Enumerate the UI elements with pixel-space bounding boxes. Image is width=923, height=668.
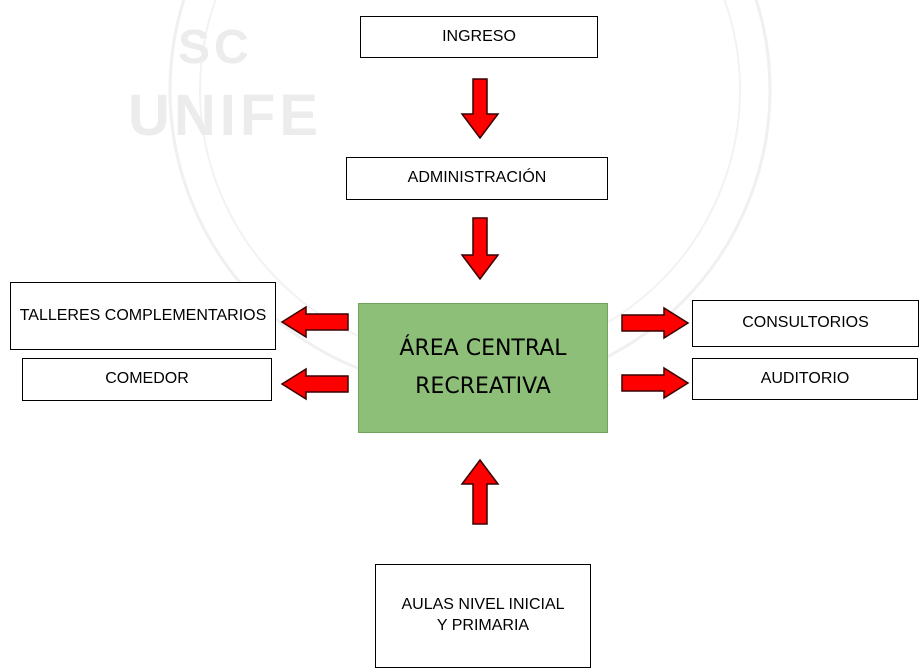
watermark-sc: SC <box>178 21 253 74</box>
node-comedor: COMEDOR <box>22 358 272 401</box>
node-administracion-label: ADMINISTRACIÓN <box>407 169 547 187</box>
arrow-up-aulas-to-center <box>460 458 500 525</box>
node-aulas: AULAS NIVEL INICIAL Y PRIMARIA <box>375 564 591 668</box>
node-area-central: ÁREA CENTRAL RECREATIVA <box>358 303 608 433</box>
node-talleres: TALLERES COMPLEMENTARIOS <box>10 282 276 350</box>
node-auditorio: AUDITORIO <box>692 358 918 400</box>
arrow-left-center-to-comedor <box>280 367 349 401</box>
node-ingreso-label: INGRESO <box>442 27 516 45</box>
node-talleres-label: TALLERES COMPLEMENTARIOS <box>19 306 267 324</box>
node-comedor-label: COMEDOR <box>105 370 189 388</box>
node-area-central-label: ÁREA CENTRAL RECREATIVA <box>399 335 567 400</box>
arrow-down-administracion-to-center <box>460 217 500 281</box>
node-aulas-label: AULAS NIVEL INICIAL Y PRIMARIA <box>401 596 565 634</box>
arrow-right-center-to-consultorios <box>621 306 690 340</box>
watermark-unife: UNIFE <box>128 83 322 148</box>
arrow-left-center-to-talleres <box>280 305 349 339</box>
node-auditorio-label: AUDITORIO <box>760 369 850 387</box>
arrow-down-ingreso-to-administracion <box>460 78 500 140</box>
node-administracion: ADMINISTRACIÓN <box>346 157 608 200</box>
node-consultorios-label: CONSULTORIOS <box>742 314 869 332</box>
arrow-right-center-to-auditorio <box>621 366 690 400</box>
node-consultorios: CONSULTORIOS <box>692 300 919 347</box>
node-ingreso: INGRESO <box>360 16 598 58</box>
